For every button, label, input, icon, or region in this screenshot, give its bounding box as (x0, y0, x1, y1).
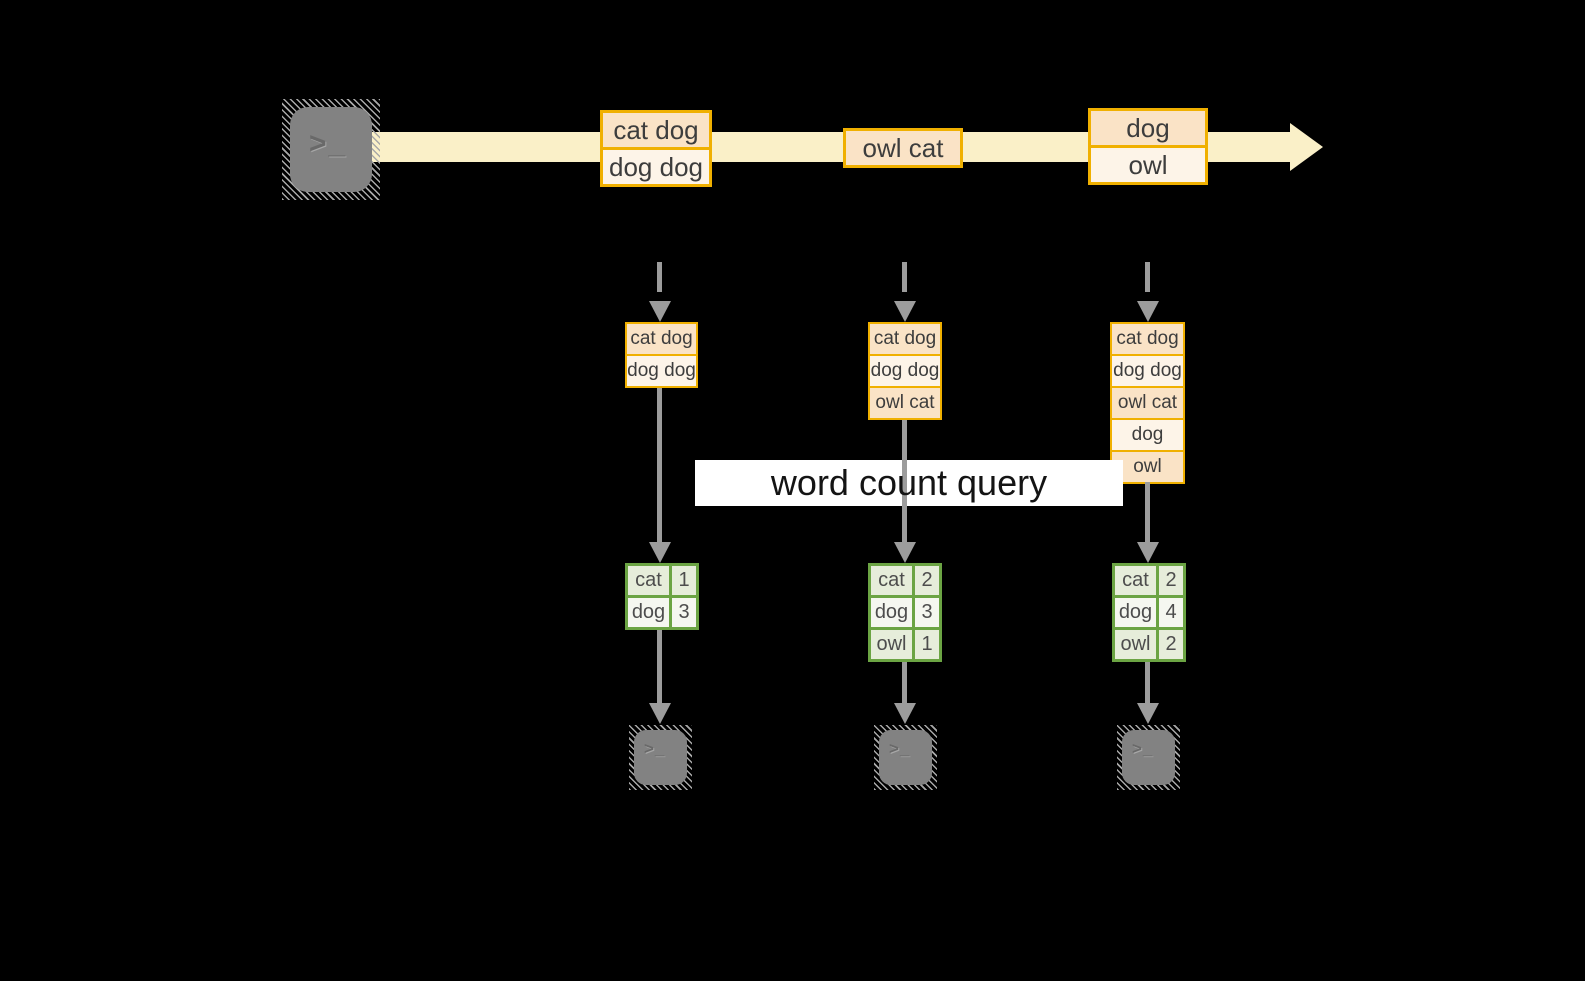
batch-row: dog dog (870, 356, 940, 386)
arrow-head-icon (649, 703, 671, 724)
batch-row: cat dog (870, 324, 940, 354)
arrow-line (657, 388, 662, 543)
count-row: dog 3 (628, 598, 696, 627)
stream-event-row: dog (1091, 111, 1205, 145)
count-value: 1 (672, 566, 696, 595)
count-value: 1 (915, 630, 939, 659)
count-row: owl 2 (1115, 630, 1183, 659)
count-row: dog 4 (1115, 598, 1183, 627)
terminal-sink-icon-3: >_ (1117, 725, 1180, 790)
dashed-arrow-head-icon (894, 301, 916, 322)
query-label-box (695, 460, 1123, 506)
count-table-1: cat 1 dog 3 (625, 563, 699, 630)
batch-row: dog dog (627, 356, 696, 386)
stream-event-row: owl (1091, 148, 1205, 182)
dashed-arrow-line (902, 262, 907, 292)
arrow-head-icon (649, 542, 671, 563)
batch-row: owl (1112, 452, 1183, 482)
terminal-sink-icon-2: >_ (874, 725, 937, 790)
arrow-line (902, 662, 907, 704)
batch-state-box-2: cat dog dog dog owl cat (868, 322, 942, 420)
terminal-source-icon: >_ (282, 99, 380, 200)
count-value: 2 (1159, 630, 1183, 659)
batch-state-box-3: cat dog dog dog owl cat dog owl (1110, 322, 1185, 484)
stream-arrowhead-icon (1290, 123, 1323, 171)
count-word: cat (1115, 566, 1156, 595)
batch-row: owl cat (870, 388, 940, 418)
count-row: cat 1 (628, 566, 696, 595)
arrow-line (902, 420, 907, 543)
count-value: 3 (915, 598, 939, 627)
terminal-prompt-icon: >_ (1132, 739, 1154, 758)
count-word: cat (871, 566, 912, 595)
count-table-3: cat 2 dog 4 owl 2 (1112, 563, 1186, 662)
batch-row: dog dog (1112, 356, 1183, 386)
stream-event-box-2: owl cat (843, 128, 963, 168)
stream-event-box-3: dog owl (1088, 108, 1208, 185)
terminal-prompt-icon: >_ (889, 739, 911, 758)
terminal-prompt-icon: >_ (309, 127, 348, 160)
count-row: cat 2 (1115, 566, 1183, 595)
arrow-line (1145, 662, 1150, 704)
arrow-head-icon (894, 703, 916, 724)
terminal-screen: >_ (634, 730, 687, 785)
count-word: dog (871, 598, 912, 627)
terminal-screen: >_ (290, 107, 372, 192)
count-word: owl (871, 630, 912, 659)
dashed-arrow-line (1145, 262, 1150, 292)
stream-event-box-1: cat dog dog dog (600, 110, 712, 187)
terminal-screen: >_ (1122, 730, 1175, 785)
count-value: 2 (915, 566, 939, 595)
arrow-line (657, 630, 662, 704)
dashed-arrow-head-icon (649, 301, 671, 322)
batch-row: dog (1112, 420, 1183, 450)
query-label: word count query (770, 462, 1048, 503)
count-word: dog (1115, 598, 1156, 627)
dashed-arrow-head-icon (1137, 301, 1159, 322)
batch-state-box-1: cat dog dog dog (625, 322, 698, 388)
count-row: cat 2 (871, 566, 939, 595)
count-table-2: cat 2 dog 3 owl 1 (868, 563, 942, 662)
count-word: owl (1115, 630, 1156, 659)
count-word: cat (628, 566, 669, 595)
dashed-arrow-line (657, 262, 662, 292)
arrow-head-icon (894, 542, 916, 563)
count-value: 4 (1159, 598, 1183, 627)
stream-event-row: owl cat (846, 131, 960, 165)
batch-row: owl cat (1112, 388, 1183, 418)
arrow-head-icon (1137, 703, 1159, 724)
arrow-head-icon (1137, 542, 1159, 563)
terminal-prompt-icon: >_ (644, 739, 666, 758)
count-row: dog 3 (871, 598, 939, 627)
count-word: dog (628, 598, 669, 627)
terminal-sink-icon-1: >_ (629, 725, 692, 790)
batch-row: cat dog (1112, 324, 1183, 354)
stream-event-row: dog dog (603, 150, 709, 184)
stream-event-row: cat dog (603, 113, 709, 147)
batch-row: cat dog (627, 324, 696, 354)
count-value: 3 (672, 598, 696, 627)
arrow-line (1145, 482, 1150, 543)
count-row: owl 1 (871, 630, 939, 659)
terminal-screen: >_ (879, 730, 932, 785)
count-value: 2 (1159, 566, 1183, 595)
